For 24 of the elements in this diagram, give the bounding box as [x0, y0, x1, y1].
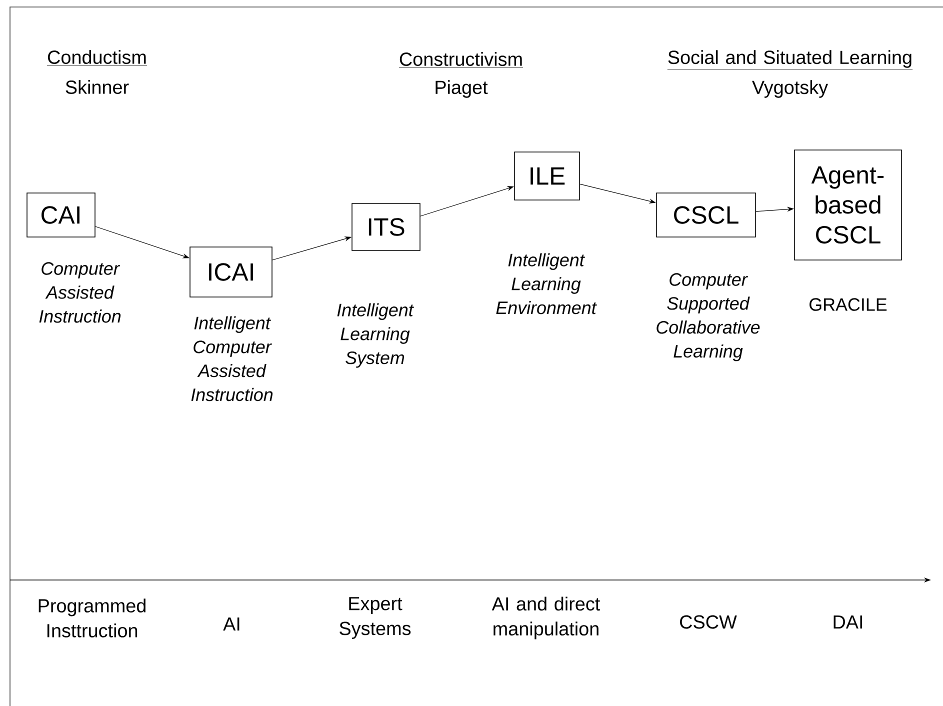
heading: Constructivism	[398, 52, 524, 68]
process-box: CSCL	[656, 192, 756, 238]
description-text: Intelligent Learning System	[337, 303, 414, 368]
label-text: Programmed Insttruction	[38, 598, 146, 638]
label-text: AI and direct manipulation	[492, 596, 600, 640]
description-text: Intelligent Computer Assisted Instruction	[191, 316, 273, 402]
label-text: Piaget	[436, 80, 488, 98]
label-text: DAI	[834, 616, 862, 628]
process-box: ICAI	[190, 246, 272, 298]
description-text: Computer Assisted Instruction	[39, 262, 121, 323]
description-text: GRACILE	[810, 298, 887, 311]
label-text: CSCW	[680, 615, 737, 629]
label-text: Expert Systems	[340, 597, 411, 639]
process-box: ITS	[352, 203, 420, 251]
description-text: Intelligent Learning Environment	[496, 253, 597, 314]
process-box: Agent-based CSCL	[794, 150, 902, 260]
heading: Conductism	[46, 50, 148, 66]
label-text: Vygotsky	[752, 80, 828, 98]
label-text: AI	[223, 618, 240, 630]
process-box: ILE	[514, 152, 580, 200]
description-text: Computer Supported Collaborative Learning	[656, 273, 760, 362]
process-box: CAI	[26, 192, 96, 238]
heading: Social and Situated Learning	[667, 50, 913, 70]
label-text: Skinner	[66, 80, 129, 94]
